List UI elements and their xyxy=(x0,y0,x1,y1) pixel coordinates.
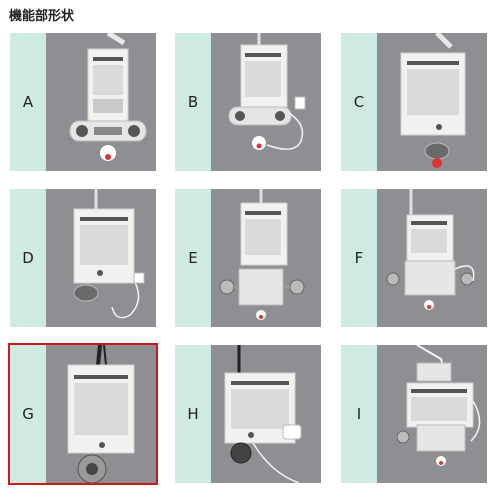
product-photo xyxy=(46,345,156,483)
option-letter: D xyxy=(22,249,34,267)
option-label-strip xyxy=(175,33,211,171)
option-label-strip xyxy=(10,345,46,483)
page-title: 機能部形状 xyxy=(9,9,75,24)
product-photo xyxy=(211,345,321,483)
option-label-strip xyxy=(175,189,211,327)
product-photo xyxy=(211,189,321,327)
faucet-unit-image xyxy=(73,189,145,319)
option-card-g[interactable]: G xyxy=(8,343,158,485)
faucet-unit-image xyxy=(396,345,481,466)
option-card-f[interactable]: F xyxy=(341,189,487,327)
option-letter: B xyxy=(187,93,199,111)
faucet-unit-image xyxy=(219,189,305,320)
faucet-unit-image xyxy=(228,33,306,150)
option-letter: E xyxy=(188,249,198,267)
option-letter: C xyxy=(353,93,365,111)
option-card-a[interactable]: A xyxy=(10,33,156,171)
option-label-strip xyxy=(341,189,377,327)
product-photo xyxy=(377,189,487,327)
option-label-strip xyxy=(175,345,211,483)
faucet-unit-image xyxy=(400,33,466,168)
product-photo xyxy=(377,33,487,171)
product-photo xyxy=(211,33,321,171)
option-card-i[interactable]: I xyxy=(341,345,487,483)
option-label-strip xyxy=(341,33,377,171)
option-letter: F xyxy=(354,249,364,267)
product-photo xyxy=(46,189,156,327)
option-letter: G xyxy=(22,405,34,423)
option-card-d[interactable]: D xyxy=(10,189,156,327)
faucet-unit-image xyxy=(224,345,302,483)
product-photo xyxy=(46,33,156,171)
option-card-e[interactable]: E xyxy=(175,189,321,327)
option-card-b[interactable]: B xyxy=(175,33,321,171)
option-label-strip xyxy=(10,33,46,171)
option-label-strip xyxy=(10,189,46,327)
faucet-unit-image xyxy=(69,33,147,161)
option-label-strip xyxy=(341,345,377,483)
option-letter: I xyxy=(356,405,362,423)
product-photo xyxy=(377,345,487,483)
faucet-unit-image xyxy=(386,189,475,310)
option-card-h[interactable]: H xyxy=(175,345,321,483)
option-letter: A xyxy=(22,93,34,111)
faucet-unit-image xyxy=(67,345,135,483)
option-letter: H xyxy=(187,405,199,423)
option-card-c[interactable]: C xyxy=(341,33,487,171)
